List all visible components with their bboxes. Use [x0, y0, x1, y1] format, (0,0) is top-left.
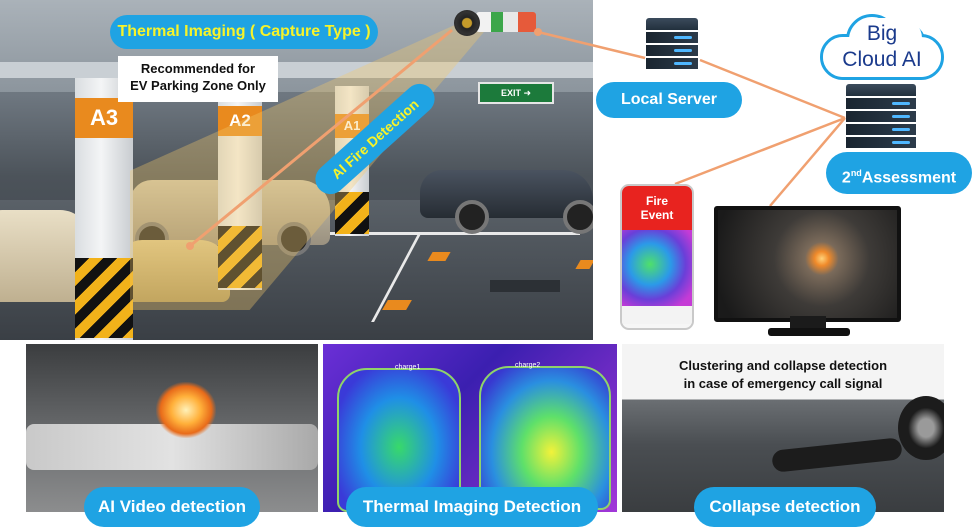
floor-hatch: [490, 280, 560, 292]
exit-sign-text: EXIT: [500, 88, 521, 98]
connector-camera-to-server: [537, 30, 646, 60]
recommendation-note: Recommended for EV Parking Zone Only: [118, 56, 278, 102]
car-tire: [898, 396, 944, 460]
mobile-phone: Fire Event: [620, 184, 694, 330]
pillar-label-a2: A2: [218, 106, 262, 136]
local-server-label: Local Server: [596, 82, 742, 118]
cloud-icon: Big Cloud AI: [820, 8, 944, 80]
thermal-imaging-capture-pill: Thermal Imaging ( Capture Type ): [110, 15, 378, 49]
collapsed-person: [771, 437, 903, 473]
assessment-ordinal-suffix: nd: [850, 168, 862, 178]
local-server-icon: [646, 18, 698, 69]
phone-nav-bar: [622, 306, 692, 324]
parking-garage-illustration: A3 A2 A1 EXIT ➜ Thermal Imaging ( Captur…: [0, 0, 593, 340]
connector-cloud-to-phone: [674, 116, 846, 186]
connector-dot: [534, 28, 542, 36]
parking-line: [250, 232, 580, 235]
recommendation-line-2: EV Parking Zone Only: [130, 78, 266, 93]
collapse-caption-line-2: in case of emergency call signal: [683, 376, 883, 391]
monitor-stand: [790, 316, 826, 330]
thermal-imaging-detection-label: Thermal Imaging Detection: [346, 487, 598, 527]
monitor-screen: [714, 206, 901, 322]
connector-cloud-to-monitor: [769, 117, 846, 207]
cloud-label-line-2: Cloud AI: [842, 48, 922, 71]
assessment-ordinal: 2: [841, 169, 851, 187]
pillar-hazard-stripe: [335, 192, 369, 234]
second-assessment-label: 2ndAssessment: [826, 152, 972, 194]
ai-video-detection-label: AI Video detection: [84, 487, 260, 527]
detection-link-dot: [186, 242, 194, 250]
phone-alert-banner: Fire Event: [622, 186, 692, 230]
cloud-server-icon: [846, 84, 916, 148]
car-wheel: [277, 222, 311, 256]
pillar-hazard-stripe: [218, 226, 262, 288]
thermal-tag-charge2: charge2: [515, 362, 541, 369]
detection-link-line: [186, 28, 453, 250]
phone-alert-line-1: Fire: [645, 194, 668, 208]
collapse-detection-label: Collapse detection: [694, 487, 876, 527]
assessment-text: Assessment: [861, 169, 957, 187]
thermal-tag-charge1: charge1: [395, 364, 421, 371]
monitor-base: [768, 328, 850, 336]
ai-video-detection-photo: [26, 344, 318, 512]
exit-arrow-icon: ➜: [523, 88, 532, 98]
car-wheel: [563, 200, 593, 234]
fire-flame: [156, 382, 216, 438]
pillar-label-a3: A3: [75, 98, 133, 138]
camera-body: [476, 12, 536, 32]
cloud-label-line-1: Big: [866, 22, 898, 45]
recommendation-line-1: Recommended for: [140, 61, 256, 76]
detection-link: [189, 28, 453, 248]
car-wheel: [455, 200, 489, 234]
camera-lens-icon: [454, 10, 480, 36]
monitor-fire-footage: [718, 210, 897, 318]
exit-sign: EXIT ➜: [478, 82, 554, 104]
collapse-detection-photo: Clustering and collapse detection in cas…: [622, 344, 944, 512]
thermal-camera: [452, 8, 540, 36]
phone-thermal-image: [622, 230, 692, 306]
ev-car: [120, 240, 230, 302]
thermal-car-right: [479, 366, 611, 510]
connector-server-to-cloud: [699, 58, 846, 120]
pillar-hazard-stripe: [75, 258, 133, 338]
phone-alert-line-2: Event: [640, 208, 674, 222]
collapse-caption-line-1: Clustering and collapse detection: [678, 358, 888, 373]
